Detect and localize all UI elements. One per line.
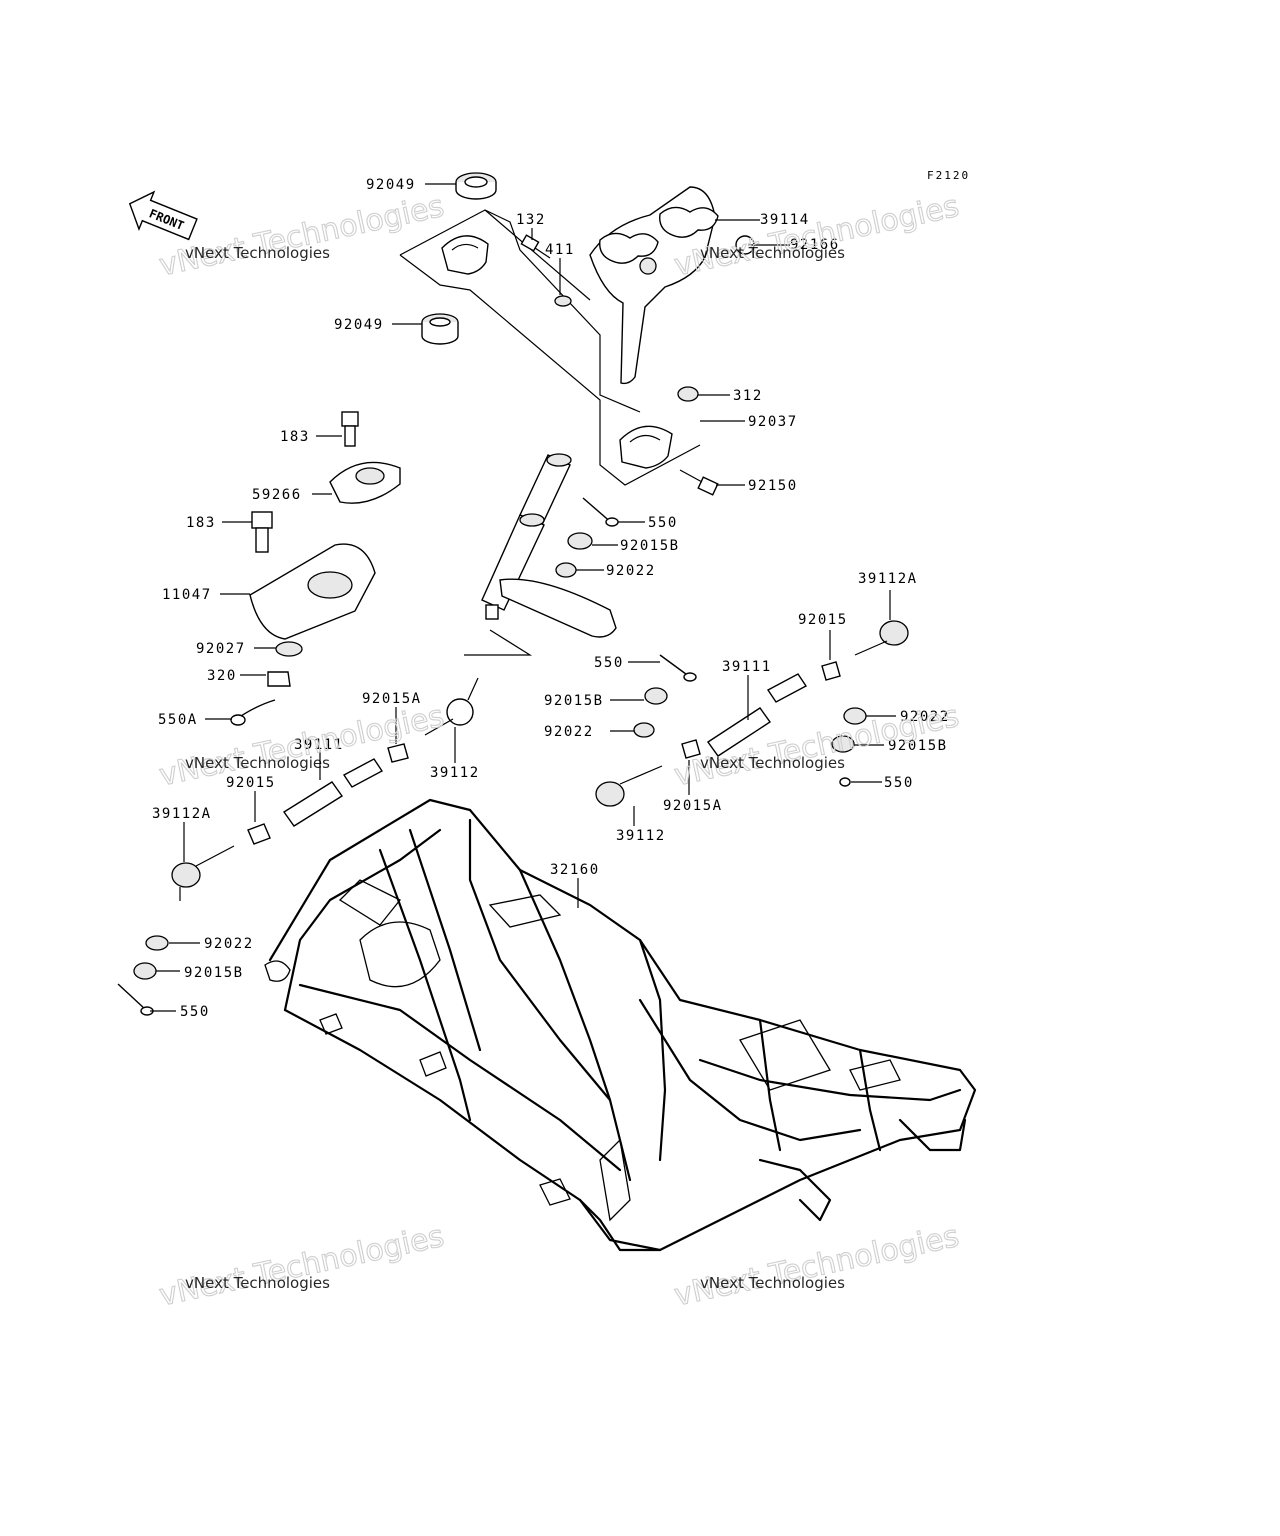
label-92015A-right: 92015A <box>663 798 723 814</box>
label-92027: 92027 <box>196 641 246 657</box>
watermark-text: vNext Technologies <box>185 1274 330 1292</box>
figure-code: F2120 <box>927 169 970 182</box>
label-59266: 59266 <box>252 487 302 503</box>
tie-rods <box>117 620 909 1016</box>
label-92015-right: 92015 <box>798 612 848 628</box>
label-39112A-left: 39112A <box>152 806 212 822</box>
part-labels: 92049 132 411 39114 92166 92049 312 9203… <box>152 177 950 1020</box>
steering-parts <box>399 172 755 496</box>
watermark-bottom-left: vNext Technologies vNext Technologies <box>156 1218 448 1314</box>
label-550-c: 550 <box>884 775 914 791</box>
label-183-top: 183 <box>280 429 310 445</box>
leader-lines <box>150 183 896 1012</box>
label-92049-bottom: 92049 <box>334 317 384 333</box>
label-92150: 92150 <box>748 478 798 494</box>
label-92022-c: 92022 <box>900 709 950 725</box>
label-11047: 11047 <box>162 587 212 603</box>
watermark-bottom-right: vNext Technologies vNext Technologies <box>671 1218 963 1314</box>
label-550A: 550A <box>158 712 198 728</box>
label-92015B-a: 92015B <box>620 538 680 554</box>
label-39114: 39114 <box>760 212 810 228</box>
label-39112-right: 39112 <box>616 828 666 844</box>
label-92015-left: 92015 <box>226 775 276 791</box>
label-92015B-c: 92015B <box>888 738 948 754</box>
watermark-text: vNext Technologies <box>700 244 845 262</box>
label-39112A-right: 39112A <box>858 571 918 587</box>
label-92022-d: 92022 <box>204 936 254 952</box>
label-39112-left: 39112 <box>430 765 480 781</box>
steering-shaft <box>230 411 697 726</box>
watermark-text: vNext Technologies <box>185 244 330 262</box>
label-92166: 92166 <box>790 237 840 253</box>
label-92015B-d: 92015B <box>184 965 244 981</box>
watermark-outline: vNext Technologies <box>671 1219 962 1314</box>
label-132: 132 <box>516 212 546 228</box>
label-39111-right: 39111 <box>722 659 772 675</box>
front-arrow-icon: FRONT <box>128 190 198 241</box>
label-92015A-left: 92015A <box>362 691 422 707</box>
label-92022-a: 92022 <box>606 563 656 579</box>
label-411: 411 <box>545 242 575 258</box>
frame-assembly <box>264 798 977 1252</box>
label-550-a: 550 <box>648 515 678 531</box>
label-39111-left: 39111 <box>294 737 344 753</box>
watermark-top-left: vNext Technologies vNext Technologies <box>156 188 448 284</box>
watermark-text: vNext Technologies <box>185 754 330 772</box>
label-312: 312 <box>733 388 763 404</box>
watermark-outline: vNext Technologies <box>156 1219 447 1314</box>
label-550-b: 550 <box>594 655 624 671</box>
label-92037: 92037 <box>748 414 798 430</box>
watermark-outline: vNext Technologies <box>671 189 962 284</box>
label-92049-top: 92049 <box>366 177 416 193</box>
watermark-text: vNext Technologies <box>700 1274 845 1292</box>
watermark-text: vNext Technologies <box>700 754 845 772</box>
watermark-top-right: vNext Technologies vNext Technologies <box>671 188 963 284</box>
label-320: 320 <box>207 668 237 684</box>
watermark-outline: vNext Technologies <box>156 189 447 284</box>
label-92015B-b: 92015B <box>544 693 604 709</box>
label-550-d: 550 <box>180 1004 210 1020</box>
label-92022-b: 92022 <box>544 724 594 740</box>
label-183-bottom: 183 <box>186 515 216 531</box>
label-32160: 32160 <box>550 862 600 878</box>
